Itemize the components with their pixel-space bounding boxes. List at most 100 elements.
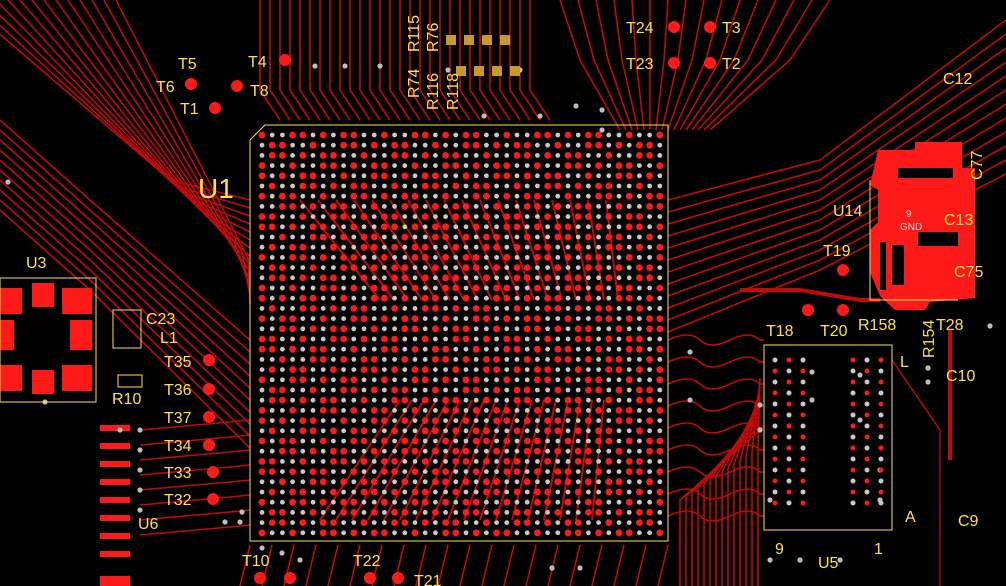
bga-pad	[626, 367, 632, 372]
bga-pad	[534, 437, 541, 445]
silk-label-u6: U6	[138, 516, 159, 533]
bga-pad	[350, 284, 358, 292]
bga-pad	[504, 479, 510, 485]
bga-pad	[565, 295, 571, 301]
bga-pad	[269, 193, 275, 199]
bga-pad	[565, 387, 571, 393]
u5-pad	[772, 368, 778, 374]
bga-pad	[472, 345, 480, 353]
bga-pad	[340, 386, 347, 394]
test-point-pad[interactable]	[207, 493, 219, 505]
bga-pad	[544, 131, 551, 139]
bga-pad	[411, 468, 419, 475]
bga-pad	[504, 397, 510, 403]
u5-pad	[850, 368, 856, 374]
test-point-pad[interactable]	[254, 572, 266, 584]
bga-pad	[636, 345, 643, 353]
bga-pad	[473, 295, 479, 301]
bga-pad	[646, 447, 653, 455]
bga-pad	[544, 254, 551, 261]
u5-pad	[850, 500, 856, 506]
trace	[279, 0, 301, 121]
bga-pad	[534, 407, 541, 414]
bga-pad	[421, 488, 429, 496]
bga-pad	[299, 213, 307, 221]
silk-label-c75: C75	[954, 264, 983, 281]
test-point-pad[interactable]	[364, 572, 376, 584]
bga-pad	[605, 213, 613, 221]
bga-pad	[484, 346, 489, 352]
bga-pad	[626, 306, 632, 311]
via	[857, 417, 863, 423]
test-point-pad[interactable]	[203, 383, 215, 395]
test-point-pad[interactable]	[231, 80, 243, 92]
bga-pad	[606, 418, 612, 423]
bga-pad	[606, 255, 612, 260]
test-point-pad[interactable]	[704, 57, 716, 69]
test-point-pad[interactable]	[802, 304, 814, 316]
bga-pad	[555, 193, 561, 199]
u5-pad	[800, 467, 806, 473]
bga-pad	[421, 294, 429, 302]
bga-pad	[330, 447, 337, 455]
test-point-pad[interactable]	[668, 57, 680, 69]
bga-pad	[402, 408, 408, 413]
bga-pad	[422, 346, 428, 352]
test-point-pad[interactable]	[704, 21, 716, 33]
bga-pad	[381, 172, 388, 180]
bga-pad	[319, 162, 327, 170]
bga-pad	[351, 459, 357, 464]
bga-pad	[596, 489, 601, 495]
bga-pad	[392, 408, 397, 413]
bga-pad	[452, 203, 460, 210]
trace	[0, 199, 251, 437]
silk-label-pin_9: 9	[775, 541, 784, 558]
test-point-pad[interactable]	[284, 572, 296, 584]
bga-pad	[636, 182, 643, 190]
bga-pad	[646, 192, 653, 200]
test-point-pad[interactable]	[203, 439, 215, 451]
test-point-pad[interactable]	[668, 21, 680, 33]
bga-pad	[340, 213, 347, 221]
trace	[0, 119, 251, 341]
test-point-pad[interactable]	[209, 102, 221, 114]
bga-pad	[340, 203, 347, 210]
bga-pad	[280, 224, 285, 230]
trace	[305, 544, 317, 586]
trace	[509, 0, 531, 121]
bga-pad	[626, 204, 632, 209]
test-point-pad[interactable]	[207, 466, 219, 478]
bga-pad	[596, 173, 601, 179]
bga-pad	[503, 335, 511, 343]
via	[757, 427, 763, 433]
bga-pad	[596, 418, 601, 423]
bga-pad	[524, 285, 530, 291]
bga-pad	[309, 223, 317, 231]
bga-pad	[524, 336, 530, 342]
bga-pad	[564, 407, 572, 414]
bga-pad	[290, 306, 295, 311]
bga-pad	[340, 233, 347, 241]
test-point-pad[interactable]	[392, 572, 404, 584]
u5-pad	[786, 423, 792, 429]
test-point-pad[interactable]	[837, 304, 849, 316]
bga-pad	[370, 366, 378, 373]
bga-pad	[565, 265, 571, 270]
test-point-pad[interactable]	[185, 78, 197, 90]
bga-pad	[279, 356, 286, 363]
test-point-pad[interactable]	[203, 354, 215, 366]
bga-pad	[401, 274, 409, 282]
test-point-pad[interactable]	[837, 264, 849, 276]
bga-pad	[462, 203, 470, 210]
bga-pad	[258, 315, 266, 322]
test-point-pad[interactable]	[203, 411, 215, 423]
bga-pad	[443, 428, 448, 434]
bga-pad	[545, 438, 550, 444]
bga-pad	[319, 478, 327, 486]
bga-pad	[524, 224, 530, 230]
bga-pad	[626, 428, 632, 434]
bga-pad	[647, 367, 652, 372]
test-point-pad[interactable]	[279, 54, 291, 66]
